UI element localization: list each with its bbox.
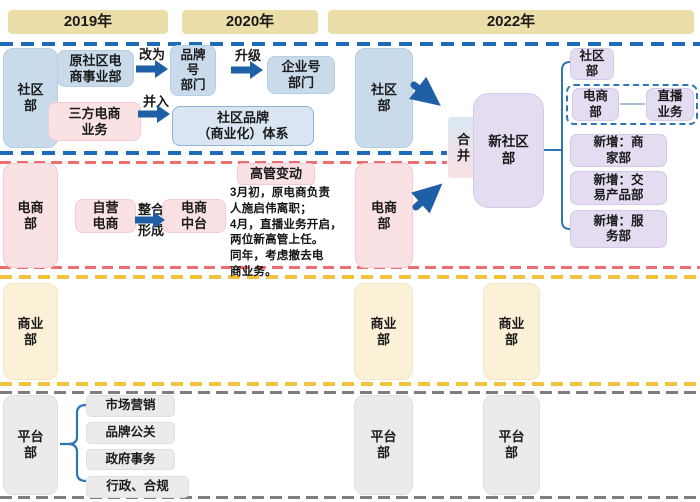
- commercial-dept-2019: 商业 部: [3, 283, 58, 380]
- platform-dept-2022: 平台 部: [483, 395, 540, 495]
- year-header-2022: 2022年: [328, 10, 694, 34]
- exec-change-title: 高管变动: [237, 163, 315, 185]
- lane-divider-platform-bottom: [0, 496, 700, 499]
- platform-item-admin-compliance: 行政、合规: [86, 476, 189, 498]
- lane-divider-ecommerce-bottom: [0, 266, 700, 269]
- self-operated-ecom: 自营 电商: [75, 199, 136, 233]
- merge-in-arrow-label: 并入: [142, 94, 169, 109]
- lane-divider-commercial-bottom: [0, 382, 700, 386]
- commercial-dept-2020: 商业 部: [354, 283, 413, 380]
- org2022-new-transaction-dept: 新增：交 易产品部: [570, 171, 667, 205]
- thirdparty-ecom-business: 三方电商 业务: [48, 102, 141, 141]
- org2022-community-dept: 社区 部: [570, 48, 614, 80]
- platform-dept-2020: 平台 部: [354, 395, 413, 495]
- rename-arrow-label: 改为: [138, 47, 165, 62]
- new-community-dept: 新社区 部: [473, 93, 544, 208]
- lane-divider-ecommerce-top: [0, 161, 447, 164]
- enterprise-account-dept: 企业号 部门: [267, 56, 335, 94]
- exec-change-note: 3月初，原电商负责 人施启伟离职； 4月，直播业务开启， 两位新高管上任。 同年…: [230, 187, 342, 278]
- lane-divider-top-blue: [0, 42, 700, 46]
- community-dept-2020: 社区 部: [355, 48, 413, 148]
- ecommerce-to-merge-arrow-icon: [411, 183, 443, 214]
- ecommerce-dept-2020: 电商 部: [355, 163, 413, 268]
- original-community-ecom-dept: 原社区电 商事业部: [57, 50, 134, 87]
- community-brand-system: 社区品牌 （商业化）体系: [172, 106, 314, 146]
- lane-divider-community-bottom: [0, 151, 447, 155]
- lane-divider-platform-top: [0, 391, 700, 394]
- platform-item-brand-pr: 品牌公关: [86, 422, 175, 444]
- ecom-mid-platform: 电商 中台: [162, 199, 226, 233]
- platform-item-marketing: 市场营销: [86, 395, 175, 417]
- brand-account-dept: 品牌 号 部门: [170, 45, 216, 96]
- org2022-new-merchant-dept: 新增：商 家部: [570, 134, 667, 167]
- commercial-dept-2022: 商业 部: [483, 283, 540, 380]
- platform-item-gov-affairs: 政府事务: [86, 449, 175, 470]
- upgrade-arrow-label: 升级: [234, 48, 261, 63]
- lane-divider-commercial-top: [0, 275, 700, 279]
- platform-dept-2019: 平台 部: [3, 395, 58, 495]
- community-to-merge-arrow-icon: [409, 76, 441, 106]
- year-header-2020: 2020年: [182, 10, 318, 34]
- year-header-2019: 2019年: [8, 10, 168, 34]
- ecommerce-dept-2019: 电商 部: [3, 163, 58, 268]
- org2022-live-business: 直播 业务: [646, 88, 694, 121]
- platform-brace: [60, 403, 87, 483]
- org2022-new-service-dept: 新增：服 务部: [570, 210, 667, 248]
- org2022-ecommerce-dept: 电商 部: [572, 88, 619, 121]
